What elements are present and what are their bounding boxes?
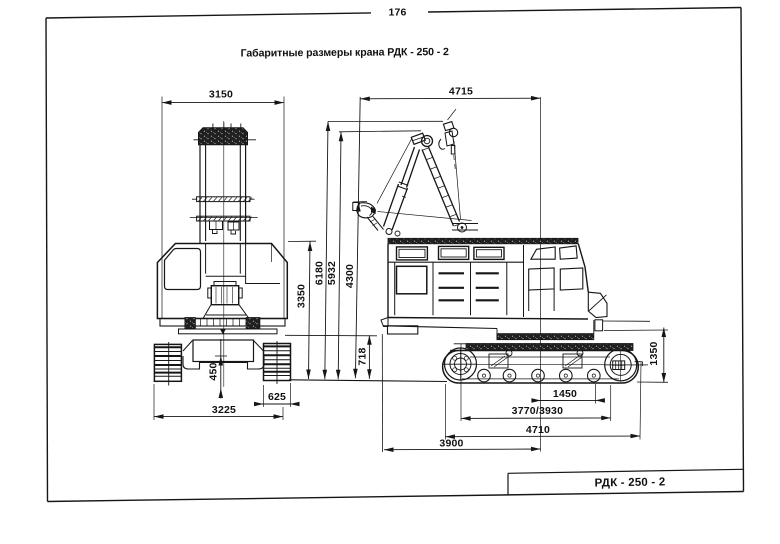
svg-text:1350: 1350 bbox=[648, 341, 660, 365]
svg-text:5932: 5932 bbox=[326, 261, 338, 285]
svg-text:176: 176 bbox=[388, 6, 406, 18]
svg-text:718: 718 bbox=[356, 347, 368, 365]
svg-text:3150: 3150 bbox=[209, 89, 233, 101]
svg-text:Габаритные размеры крана РДК -: Габаритные размеры крана РДК - 250 - 2 bbox=[241, 46, 450, 59]
svg-text:3350: 3350 bbox=[296, 284, 308, 308]
svg-text:6180: 6180 bbox=[314, 261, 326, 285]
svg-text:625: 625 bbox=[268, 391, 286, 403]
svg-text:3225: 3225 bbox=[212, 404, 236, 416]
svg-text:4715: 4715 bbox=[449, 85, 473, 97]
svg-text:1450: 1450 bbox=[553, 388, 577, 400]
svg-text:4710: 4710 bbox=[526, 424, 550, 436]
svg-text:РДК - 250 - 2: РДК - 250 - 2 bbox=[595, 476, 666, 489]
svg-text:450: 450 bbox=[207, 362, 219, 380]
svg-text:3900: 3900 bbox=[439, 438, 463, 450]
svg-text:4300: 4300 bbox=[344, 264, 356, 288]
svg-text:3770/3930: 3770/3930 bbox=[512, 405, 563, 417]
